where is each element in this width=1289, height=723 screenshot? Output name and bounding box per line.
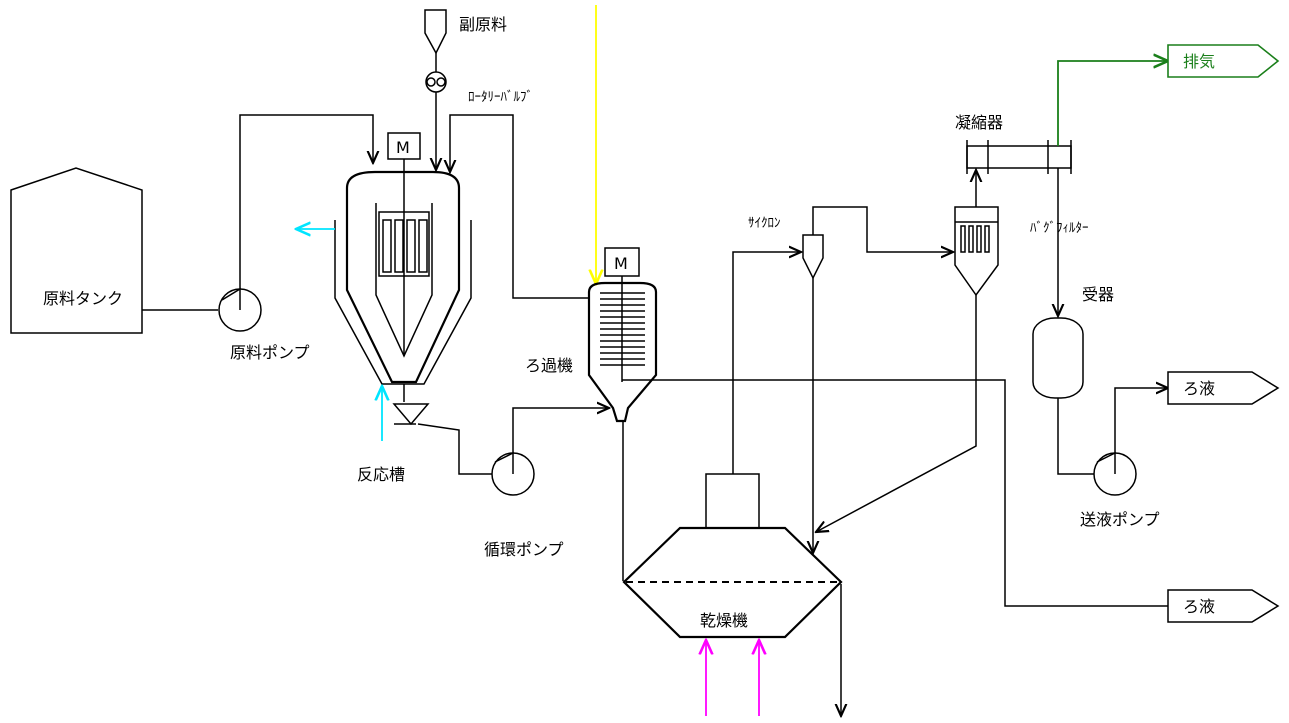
circulation-pump: 循環ポンプ	[484, 451, 564, 559]
agitator-frame	[378, 211, 430, 277]
reactor-label: 反応槽	[357, 465, 405, 484]
exhaust-line	[1057, 61, 1168, 146]
raw-material-pump: 原料ポンプ	[218, 287, 310, 362]
bag-filter-label: ﾊﾞｸﾞﾌｨﾙﾀｰ	[1030, 221, 1089, 236]
circulation-pump-label: 循環ポンプ	[484, 540, 564, 559]
exhaust-tag	[1167, 44, 1280, 78]
receiver-label: 受器	[1082, 285, 1114, 304]
condenser-body	[966, 145, 1072, 169]
raw-tank-body	[10, 167, 143, 334]
pipe-cyclone-to-bagfilter	[812, 206, 953, 252]
pipe-pump-to-reactor	[239, 114, 373, 289]
bag-filter: ﾊﾞｸﾞﾌｨﾙﾀｰ	[954, 206, 1089, 297]
pipe-bagfilter-return	[816, 295, 977, 532]
cyclone-label: ｻｲｸﾛﾝ	[748, 216, 781, 231]
reactor-bottom-valve	[392, 403, 430, 426]
filter-motor-label: M	[614, 254, 628, 273]
pipe-dryer-to-cyclone	[732, 252, 801, 474]
sub-material-hopper: 副原料 ﾛｰﾀﾘｰﾊﾞﾙﾌﾞ	[424, 9, 533, 170]
rotary-valve-icon	[425, 71, 447, 93]
pipe-reactor-to-circ-pump	[417, 423, 492, 475]
pipe-transfer-to-filtrate	[1114, 388, 1168, 453]
hopper-icon	[424, 9, 447, 55]
cyclone-body	[802, 234, 824, 280]
rotary-valve-label: ﾛｰﾀﾘｰﾊﾞﾙﾌﾞ	[468, 90, 533, 105]
filtrate-outlet-1: ろ液	[1167, 371, 1280, 405]
dryer-label: 乾燥機	[700, 611, 748, 630]
pipe-filtrate-main	[622, 379, 1168, 607]
filter-machine: M ろ過機	[525, 247, 658, 423]
sub-material-label: 副原料	[459, 15, 507, 34]
filter-plates	[600, 292, 645, 366]
reactor-inner-cone	[375, 203, 433, 358]
reactor-motor-label: M	[396, 138, 410, 157]
pipe-filter-return	[450, 114, 588, 299]
exhaust-outlet: 排気	[1167, 44, 1280, 78]
reactor-jacket	[334, 220, 472, 385]
filtrate-label-2: ろ液	[1183, 597, 1215, 616]
filter-body	[587, 281, 658, 423]
dryer: 乾燥機	[622, 473, 843, 639]
cyclone: ｻｲｸﾛﾝ	[748, 216, 824, 280]
raw-material-tank: 原料タンク	[10, 167, 143, 334]
dryer-body	[622, 526, 843, 639]
pipe-receiver-to-pump	[1057, 398, 1094, 475]
condenser-label: 凝縮器	[955, 113, 1003, 132]
receiver: 受器	[1032, 285, 1114, 399]
raw-pump-label: 原料ポンプ	[230, 343, 310, 362]
reactor-body	[345, 170, 461, 384]
filtrate-tag-1	[1167, 371, 1280, 405]
filtrate-outlet-2: ろ液	[1167, 589, 1280, 623]
receiver-body	[1032, 317, 1084, 399]
transfer-pump: 送液ポンプ	[1080, 451, 1160, 529]
filtrate-tag-2	[1167, 589, 1280, 623]
exhaust-label: 排気	[1183, 52, 1215, 71]
condenser: 凝縮器	[955, 113, 1072, 174]
reactor-vessel: M 反応槽	[334, 132, 472, 484]
dryer-top-duct	[705, 473, 760, 529]
raw-tank-label: 原料タンク	[43, 289, 123, 308]
pipe-circ-pump-to-filter	[512, 408, 609, 453]
filtrate-label-1: ろ液	[1183, 379, 1215, 398]
reactor-motor	[387, 132, 421, 160]
filter-label: ろ過機	[525, 356, 573, 375]
transfer-pump-label: 送液ポンプ	[1080, 510, 1160, 529]
